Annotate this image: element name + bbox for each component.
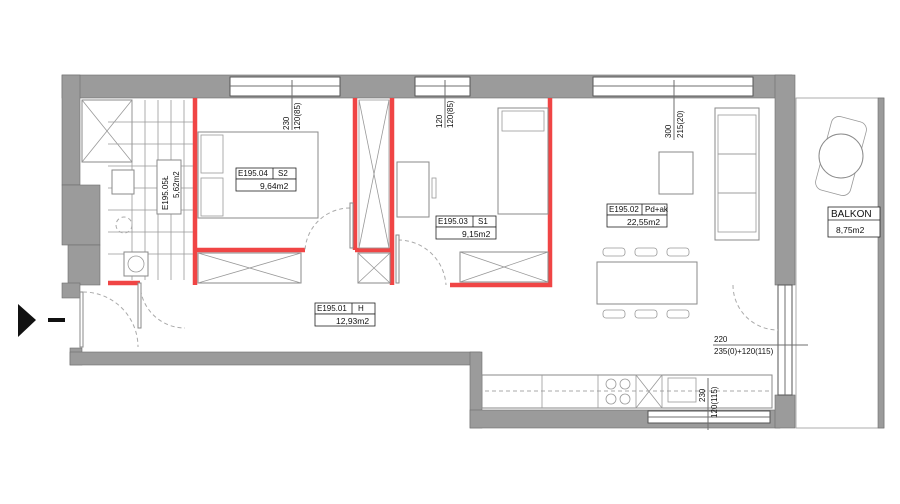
- dim-window-3-width: 300: [664, 124, 673, 138]
- dim-door-height: 235(0)+120(115): [714, 347, 774, 356]
- balcony-area: 8,75m2: [836, 225, 865, 235]
- bathroom: E195.05 Ł 5,62m2: [81, 99, 193, 280]
- partition-walls: [108, 98, 553, 288]
- balcony-label: BALKON 8,75m2: [827, 206, 881, 238]
- dim-door-width: 220: [714, 335, 728, 344]
- room-id-hall: E195.01: [317, 304, 347, 313]
- dim-window-2-height: 120(85): [446, 100, 455, 128]
- dim-window-1-height: 120(85): [293, 102, 302, 130]
- kitchen: [481, 374, 773, 409]
- room-code-bathroom: Ł: [161, 175, 170, 180]
- room-code-living: Pd+ak: [645, 205, 669, 214]
- windows: [229, 76, 793, 424]
- room-area-s2: 9,64m2: [260, 181, 289, 191]
- dim-window-2-width: 120: [435, 114, 444, 128]
- room-area-s1: 9,15m2: [462, 229, 491, 239]
- dim-window-4-width: 230: [698, 388, 707, 402]
- dim-window-1-width: 230: [282, 116, 291, 130]
- room-id-s2: E195.04: [238, 169, 268, 178]
- balcony-name: BALKON: [831, 209, 872, 220]
- room-code-s1: S1: [478, 217, 488, 226]
- room-code-s2: S2: [278, 169, 288, 178]
- balcony: [795, 97, 885, 429]
- room-id-bathroom: E195.05: [161, 180, 170, 210]
- room-id-living: E195.02: [609, 205, 639, 214]
- dim-window-3-height: 215(20): [676, 110, 685, 138]
- room-area-living: 22,55m2: [627, 217, 660, 227]
- wardrobe: [357, 99, 391, 284]
- dimensions: 230 120(85) 120 120(85) 300 215(20) 220 …: [282, 80, 808, 430]
- dim-window-4-height: 120(115): [710, 386, 719, 418]
- bedroom-s1: E195.03 S1 9,15m2: [395, 107, 549, 286]
- room-id-s1: E195.03: [438, 217, 468, 226]
- bedroom-s2: E195.04 S2 9,64m2: [197, 131, 354, 284]
- entrance-arrow-icon: [18, 304, 65, 337]
- hall: E195.01 H 12,93m2: [79, 282, 376, 348]
- room-code-hall: H: [358, 304, 364, 313]
- living-room: E195.02 Pd+ak 22,55m2: [596, 107, 779, 331]
- room-area-bathroom: 5,62m2: [172, 171, 181, 198]
- room-area-hall: 12,93m2: [336, 316, 369, 326]
